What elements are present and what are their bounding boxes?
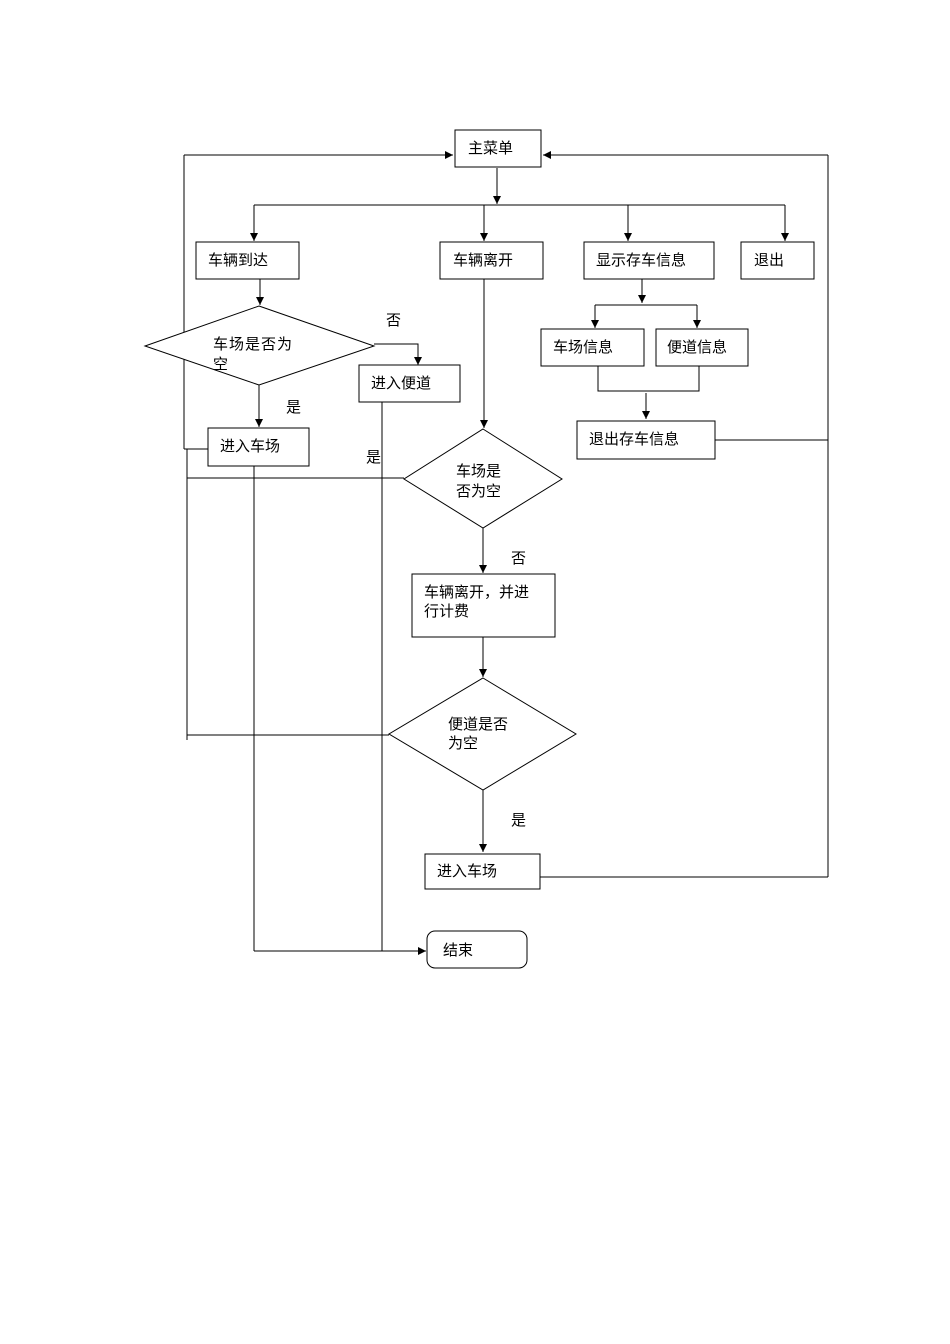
node-sidewalk-empty-decision-line1: 便道是否 [448,715,508,733]
node-main-menu: 主菜单 [454,129,542,168]
node-exit-label: 退出 [754,251,784,269]
node-lot-empty-decision-2-line1: 车场是 [456,462,501,480]
node-exit: 退出 [740,241,815,280]
node-lot-info-label: 车场信息 [553,338,613,356]
node-enter-sidewalk: 进入便道 [358,364,461,403]
node-enter-lot-2-label: 进入车场 [437,862,497,880]
node-car-leave: 车辆离开 [439,241,544,280]
node-exit-info: 退出存车信息 [576,420,716,460]
node-sidewalk-empty-decision: 便道是否 为空 [388,677,577,791]
connectors [183,151,829,955]
node-sidewalk-info: 便道信息 [655,328,749,367]
edge-label-no-1: 否 [386,311,401,329]
node-lot-empty-decision-2: 车场是 否为空 [403,428,563,529]
edge-label-yes-1: 是 [286,398,301,416]
node-lot-empty-decision-2-line2: 否为空 [456,482,501,500]
node-sidewalk-info-label: 便道信息 [667,338,727,356]
node-lot-empty-decision-1-line1: 车场是否为 [213,335,293,353]
edge-label-yes-3: 是 [511,811,526,829]
node-leave-and-bill-line1: 车辆离开，并进 [424,583,529,601]
node-exit-info-label: 退出存车信息 [589,430,679,448]
node-enter-lot-1: 进入车场 [207,427,310,467]
node-lot-info: 车场信息 [540,328,645,367]
node-car-arrive: 车辆到达 [195,241,300,280]
edge-label-yes-2: 是 [366,448,381,466]
node-enter-lot-2: 进入车场 [424,853,541,890]
node-end-label: 结束 [443,941,473,959]
node-car-leave-label: 车辆离开 [453,251,513,269]
node-end: 结束 [426,930,528,969]
node-show-info-label: 显示存车信息 [596,251,686,269]
node-main-menu-label: 主菜单 [468,139,513,157]
node-leave-and-bill-line2: 行计费 [424,602,469,620]
node-sidewalk-empty-decision-line2: 为空 [448,734,478,752]
node-leave-and-bill: 车辆离开，并进 行计费 [411,573,556,638]
node-enter-sidewalk-label: 进入便道 [371,374,431,392]
node-car-arrive-label: 车辆到达 [208,251,268,269]
edge-label-no-2: 否 [511,549,526,567]
node-lot-empty-decision-1: 车场是否为 空 [143,305,376,386]
node-enter-lot-1-label: 进入车场 [220,437,280,455]
node-lot-empty-decision-1-line2: 空 [213,355,228,373]
node-show-info: 显示存车信息 [583,241,715,280]
